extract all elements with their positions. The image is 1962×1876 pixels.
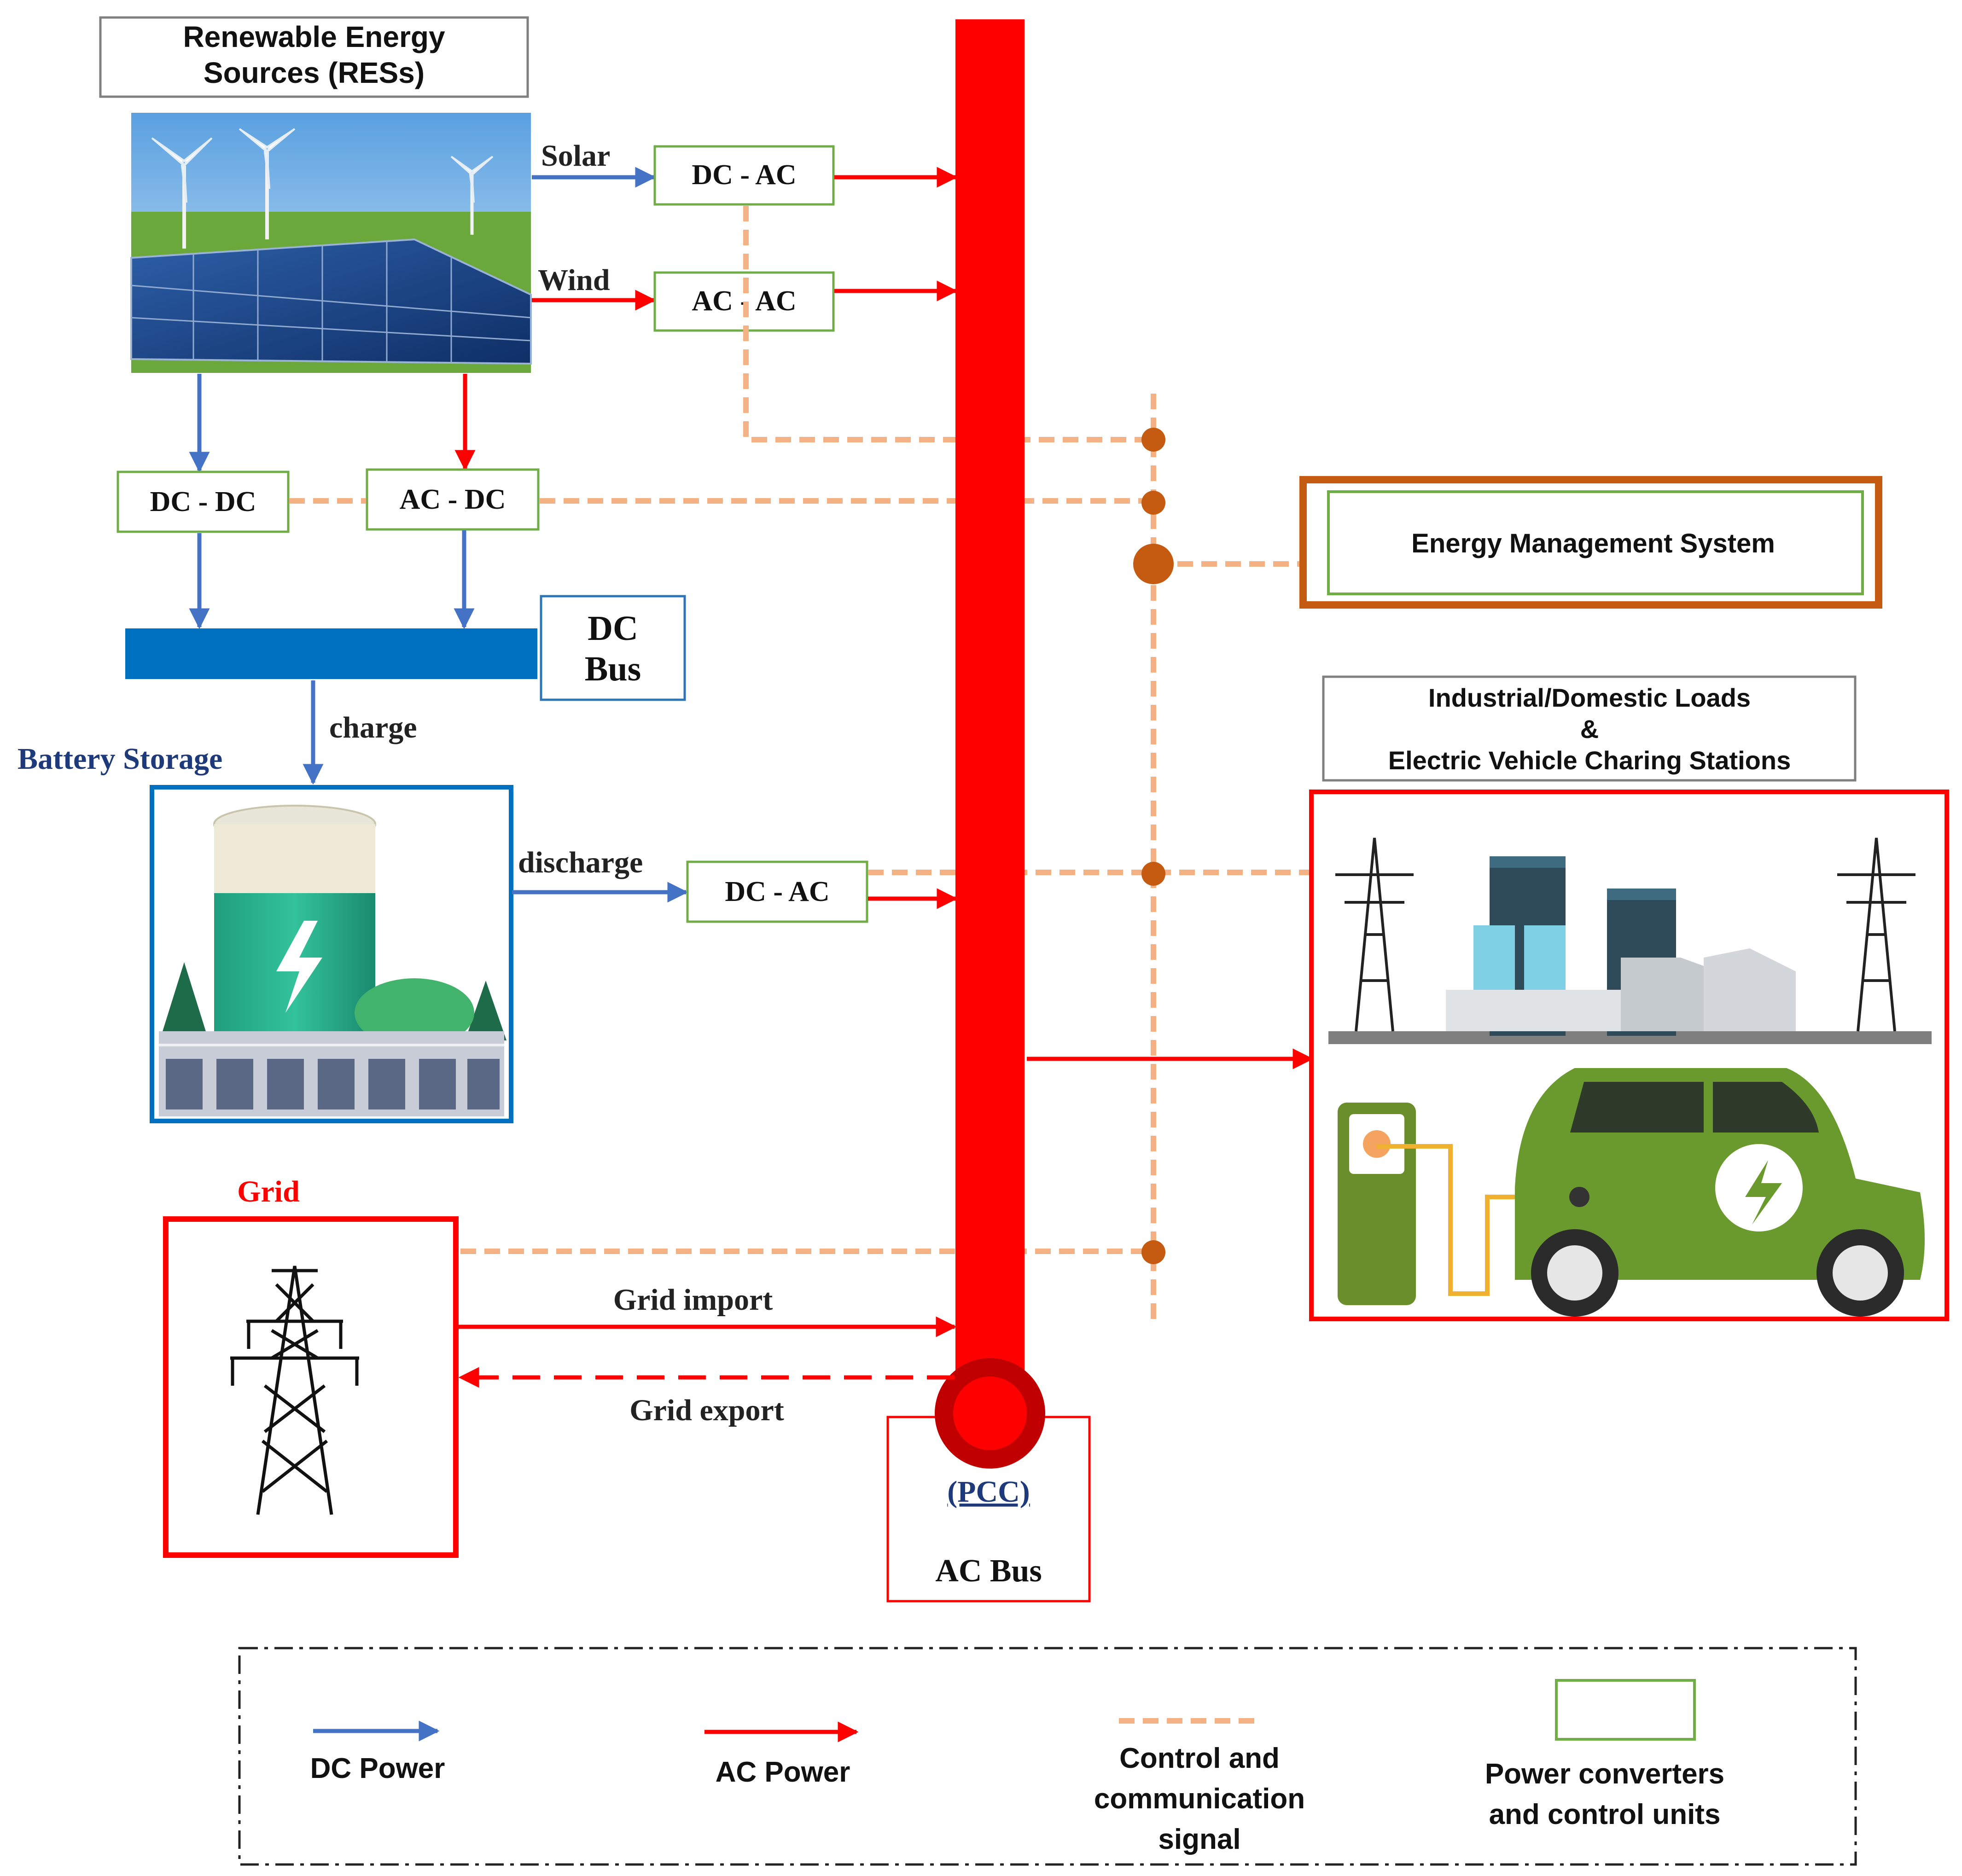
battery-modules-icon <box>159 1031 504 1116</box>
tree-icon <box>161 962 507 1040</box>
legend-ac-power: AC Power <box>704 1721 859 1788</box>
legend-converters-line1: Power converters <box>1485 1758 1724 1790</box>
wind-turbine-icon <box>151 128 494 249</box>
ac-bus-label: AC Bus <box>935 1553 1042 1589</box>
converter-label: AC - DC <box>400 484 506 515</box>
legend-dc-power-label: DC Power <box>310 1753 445 1784</box>
grid-box <box>163 1216 459 1558</box>
loads-line2: & <box>1580 714 1599 743</box>
legend-dc-power: DC Power <box>310 1720 445 1784</box>
battery-storage-box <box>150 785 513 1123</box>
dc-bus-bar <box>125 628 537 679</box>
discharge-label: discharge <box>518 846 643 879</box>
ems-box: Energy Management System <box>1299 476 1882 609</box>
dc-bus-label-box: DC Bus <box>540 595 686 701</box>
grid-label: Grid <box>237 1175 300 1208</box>
res-title-box: Renewable Energy Sources (RESs) <box>99 16 529 98</box>
pcc-box: (PCC) AC Bus <box>886 1358 1091 1603</box>
legend-control-line2: communication <box>1094 1783 1305 1815</box>
converter-acdc: AC - DC <box>366 468 540 531</box>
res-title-line2: Sources (RESs) <box>204 56 425 89</box>
control-signal-lines <box>289 206 1312 1326</box>
charge-label: charge <box>329 711 417 744</box>
control-nodes <box>1133 428 1174 1264</box>
dc-bus-line1: DC <box>588 609 638 648</box>
converter-label: DC - AC <box>692 159 796 191</box>
converter-battery-dcac: DC - AC <box>686 860 868 923</box>
legend-control-line3: signal <box>1158 1824 1240 1855</box>
grid-import-label: Grid import <box>613 1283 773 1317</box>
solar-label: Solar <box>541 139 610 173</box>
legend-control-line1: Control and <box>1119 1742 1280 1774</box>
transmission-tower-icon <box>1335 837 1915 1032</box>
loads-title-box: Industrial/Domestic Loads & Electric Veh… <box>1322 675 1857 782</box>
legend-control-signal: Control and communication signal <box>1094 1718 1305 1855</box>
converter-dcdc: DC - DC <box>116 470 290 533</box>
loads-line1: Industrial/Domestic Loads <box>1428 683 1751 712</box>
legend-ac-power-label: AC Power <box>716 1756 850 1788</box>
loads-box <box>1309 790 1949 1321</box>
grid-export-label: Grid export <box>629 1394 784 1427</box>
res-title-line1: Renewable Energy <box>183 20 445 53</box>
ac-bus-bar <box>955 19 1025 1394</box>
loads-line3: Electric Vehicle Charing Stations <box>1388 746 1791 775</box>
factory-icon <box>1328 856 1932 1044</box>
pcc-label: (PCC) <box>947 1475 1030 1509</box>
ems-label: Energy Management System <box>1411 529 1775 558</box>
wind-label: Wind <box>538 263 610 297</box>
res-illustration <box>130 113 532 373</box>
lightning-icon <box>276 921 322 1013</box>
legend: DC Power AC Power Control and communicat… <box>238 1647 1857 1866</box>
converter-label: DC - DC <box>150 486 256 517</box>
legend-converters: Power converters and control units <box>1485 1679 1724 1830</box>
dc-bus-line2: Bus <box>585 650 641 688</box>
grid-tower-icon <box>230 1266 359 1515</box>
converter-solar-dcac: DC - AC <box>653 145 835 206</box>
electric-car-icon <box>1515 1068 1925 1317</box>
battery-storage-label: Battery Storage <box>17 742 222 776</box>
ev-charger-icon <box>1338 1103 1579 1305</box>
legend-converters-line2: and control units <box>1489 1799 1721 1830</box>
converter-label: DC - AC <box>725 876 829 907</box>
